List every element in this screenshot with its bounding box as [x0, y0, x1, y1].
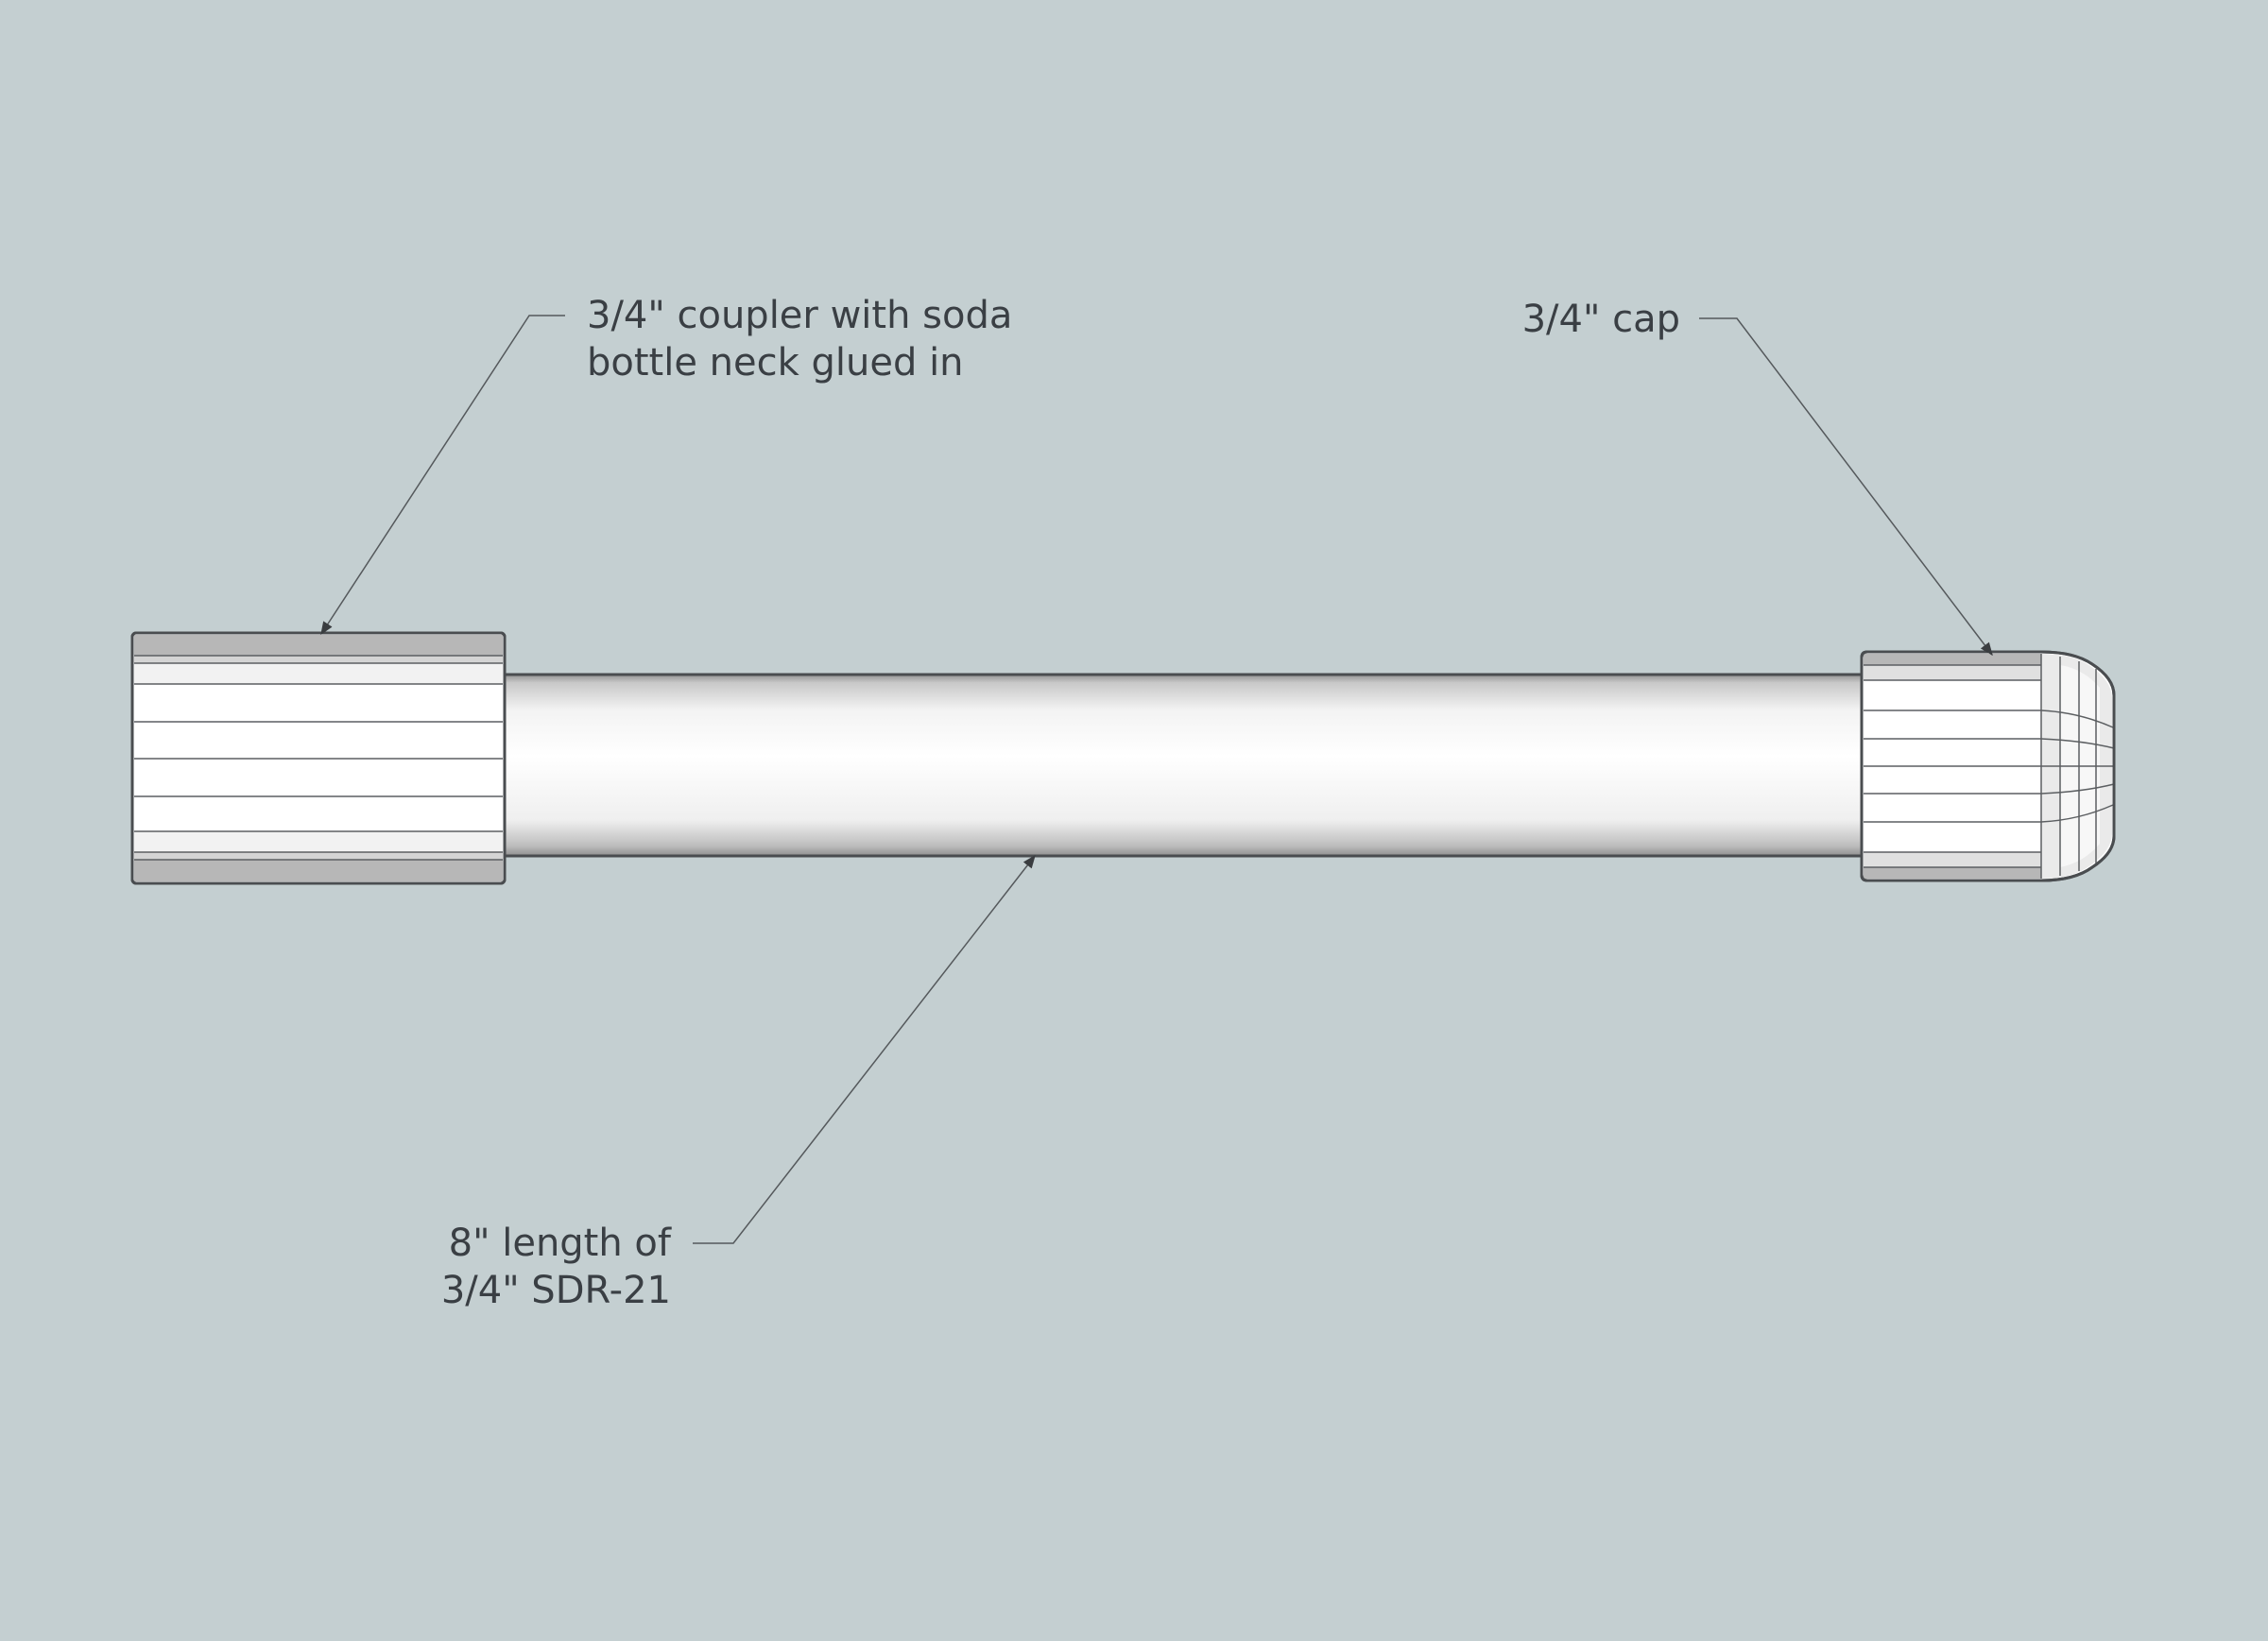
coupler-label-line-2: bottle neck glued in [587, 341, 964, 385]
pipe-body [501, 673, 1864, 858]
coupler-label: 3/4" coupler with soda bottle neck glued… [587, 292, 1012, 386]
pipe-label-line-1: 8" length of [448, 1222, 671, 1265]
cap [1860, 650, 2116, 882]
cap-leader-line [1699, 317, 1993, 657]
coupler [130, 631, 507, 885]
coupler-label-line-1: 3/4" coupler with soda [587, 294, 1013, 337]
cap-label: 3/4" cap [1323, 296, 1680, 343]
pipe-label-line-2: 3/4" SDR-21 [440, 1269, 671, 1312]
cap-label-line-1: 3/4" cap [1521, 298, 1680, 341]
pipe-label: 8" length of 3/4" SDR-21 [359, 1220, 671, 1314]
coupler-leader-line [320, 315, 565, 636]
pipe-leader-line [693, 854, 1036, 1244]
